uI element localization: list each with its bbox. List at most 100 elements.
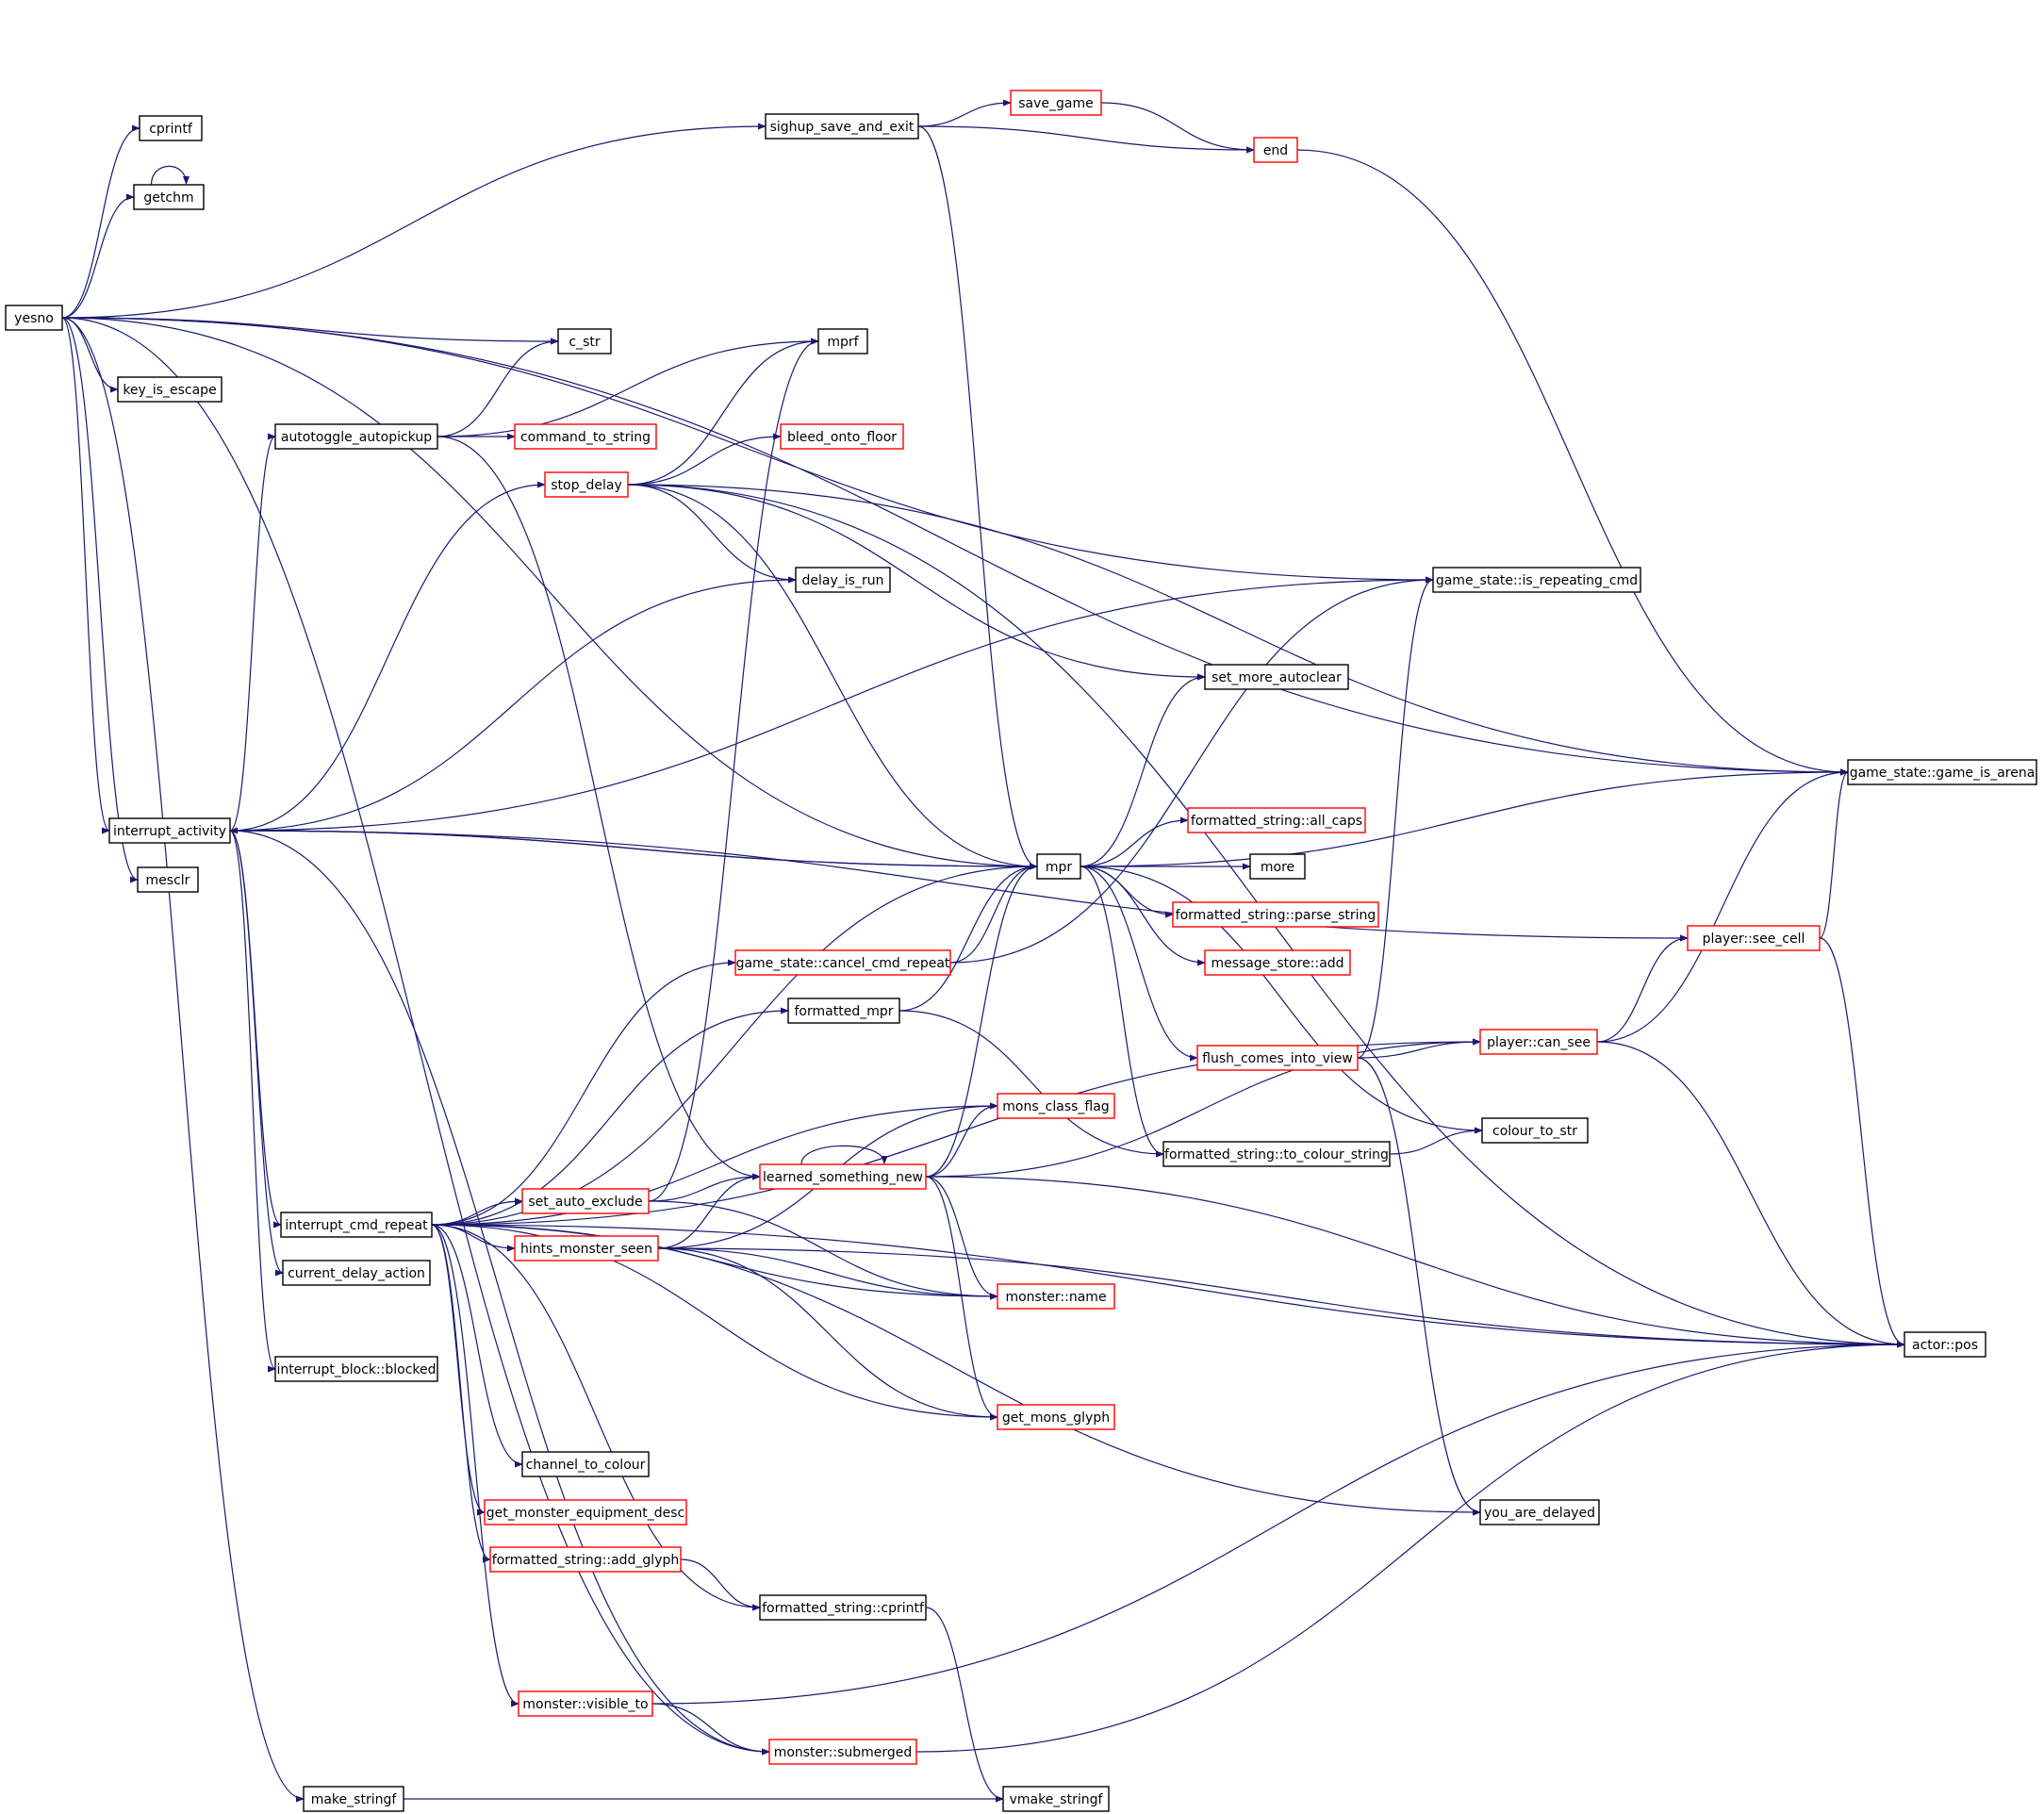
node-more[interactable]: more bbox=[1249, 853, 1306, 880]
node-label: formatted_string::cprintf bbox=[762, 1601, 925, 1616]
node-box bbox=[997, 1093, 1115, 1119]
node-box bbox=[1204, 664, 1349, 690]
edge-mpr-to-interrupt_activity bbox=[229, 827, 1038, 867]
node-label: learned_something_new bbox=[763, 1170, 923, 1185]
node-mesclr[interactable]: mesclr bbox=[137, 866, 199, 893]
node-fs_cprintf[interactable]: formatted_string::cprintf bbox=[759, 1594, 927, 1621]
node-mprf[interactable]: mprf bbox=[817, 328, 868, 355]
edge-interrupt_cmd_repeat-to-cancel_cmd_repeat bbox=[431, 959, 736, 1226]
edge-fs_cprintf-to-vmake_stringf bbox=[925, 1607, 1004, 1803]
node-command_to_string[interactable]: command_to_string bbox=[514, 423, 657, 450]
node-label: player::can_see bbox=[1487, 1035, 1591, 1050]
edge-interrupt_cmd_repeat-to-mons_class_flag bbox=[431, 1102, 998, 1226]
node-player_see_cell[interactable]: player::see_cell bbox=[1687, 925, 1821, 951]
edge-interrupt_cmd_repeat-to-actor_pos bbox=[431, 1224, 1905, 1348]
edge-formatted_mpr-to-to_colour_string bbox=[898, 1010, 1164, 1158]
node-current_delay_action[interactable]: current_delay_action bbox=[282, 1260, 431, 1286]
node-box bbox=[280, 1212, 433, 1238]
node-end[interactable]: end bbox=[1253, 137, 1298, 163]
node-label: stop_delay bbox=[551, 478, 622, 493]
node-yesno[interactable]: yesno bbox=[5, 305, 63, 331]
node-box bbox=[817, 328, 868, 355]
node-save_game[interactable]: save_game bbox=[1010, 90, 1102, 116]
node-game_is_arena[interactable]: game_state::game_is_arena bbox=[1847, 759, 2037, 785]
node-box bbox=[521, 1188, 650, 1214]
node-box bbox=[557, 328, 612, 355]
edge-learned_something_new-to-actor_pos bbox=[925, 1176, 1905, 1348]
node-c_str[interactable]: c_str bbox=[557, 328, 612, 355]
node-add_glyph[interactable]: formatted_string::add_glyph bbox=[489, 1546, 682, 1573]
node-sighup_save_and_exit[interactable]: sighup_save_and_exit bbox=[765, 113, 919, 140]
node-message_store_add[interactable]: message_store::add bbox=[1204, 949, 1351, 976]
edge-interrupt_cmd_repeat-to-fs_cprintf bbox=[431, 1224, 761, 1611]
edge-learned_something_new-to-mons_class_flag bbox=[925, 1102, 998, 1178]
node-get_mons_glyph[interactable]: get_mons_glyph bbox=[997, 1404, 1115, 1430]
node-monster_submerged[interactable]: monster::submerged bbox=[768, 1739, 917, 1765]
node-label: message_store::add bbox=[1211, 956, 1343, 971]
node-colour_to_str[interactable]: colour_to_str bbox=[1481, 1117, 1589, 1144]
node-autotoggle_autopickup[interactable]: autotoggle_autopickup bbox=[274, 423, 438, 450]
node-player_can_see[interactable]: player::can_see bbox=[1479, 1029, 1598, 1055]
node-box bbox=[5, 305, 63, 331]
node-get_monster_equipment_desc[interactable]: get_monster_equipment_desc bbox=[484, 1499, 687, 1525]
edge-learned_something_new-to-get_mons_glyph bbox=[925, 1176, 998, 1421]
edge-autotoggle_autopickup-to-mprf bbox=[437, 338, 819, 437]
node-flush_comes_into_view[interactable]: flush_comes_into_view bbox=[1196, 1045, 1359, 1071]
node-label: make_stringf bbox=[311, 1792, 398, 1807]
node-vmake_stringf[interactable]: vmake_stringf bbox=[1002, 1786, 1110, 1812]
node-label: mesclr bbox=[146, 873, 190, 888]
edge-end-to-game_is_arena bbox=[1296, 149, 1849, 776]
node-actor_pos[interactable]: actor::pos bbox=[1904, 1331, 1986, 1358]
node-bleed_onto_floor[interactable]: bleed_onto_floor bbox=[780, 423, 904, 450]
node-monster_visible_to[interactable]: monster::visible_to bbox=[518, 1690, 653, 1717]
node-hints_monster_seen[interactable]: hints_monster_seen bbox=[514, 1235, 659, 1262]
node-cancel_cmd_repeat[interactable]: game_state::cancel_cmd_repeat bbox=[734, 949, 951, 976]
node-all_caps[interactable]: formatted_string::all_caps bbox=[1187, 807, 1366, 833]
edge-autotoggle_autopickup-to-learned_something_new bbox=[437, 436, 761, 1180]
edge-yesno-to-monster_submerged bbox=[61, 317, 770, 1756]
node-label: key_is_escape bbox=[123, 383, 216, 398]
node-label: get_monster_equipment_desc bbox=[486, 1506, 684, 1521]
node-box bbox=[274, 1356, 438, 1382]
edge-stop_delay-to-mpr bbox=[627, 484, 1038, 870]
node-label: sighup_save_and_exit bbox=[770, 120, 915, 135]
node-label: colour_to_str bbox=[1492, 1124, 1577, 1139]
edge-cancel_cmd_repeat-to-is_repeating_cmd bbox=[949, 576, 1434, 964]
node-set_more_autoclear[interactable]: set_more_autoclear bbox=[1204, 664, 1349, 690]
node-interrupt_activity[interactable]: interrupt_activity bbox=[108, 817, 231, 844]
node-box bbox=[1687, 925, 1821, 951]
node-to_colour_string[interactable]: formatted_string::to_colour_string bbox=[1162, 1141, 1391, 1167]
node-learned_something_new[interactable]: learned_something_new bbox=[759, 1163, 927, 1190]
node-label: game_state::cancel_cmd_repeat bbox=[736, 956, 950, 971]
node-is_repeating_cmd[interactable]: game_state::is_repeating_cmd bbox=[1432, 567, 1641, 593]
node-parse_string[interactable]: formatted_string::parse_string bbox=[1172, 901, 1379, 928]
edge-interrupt_activity-to-interrupt_block_blocked bbox=[229, 830, 276, 1373]
node-label: more bbox=[1261, 860, 1294, 875]
node-formatted_mpr[interactable]: formatted_mpr bbox=[787, 998, 900, 1024]
node-label: formatted_mpr bbox=[795, 1004, 894, 1019]
edge-stop_delay-to-mprf bbox=[627, 338, 819, 486]
node-getchm[interactable]: getchm bbox=[133, 184, 205, 210]
node-mons_class_flag[interactable]: mons_class_flag bbox=[997, 1093, 1115, 1119]
node-box bbox=[795, 567, 891, 593]
node-stop_delay[interactable]: stop_delay bbox=[544, 471, 629, 498]
node-mpr[interactable]: mpr bbox=[1036, 853, 1081, 880]
edge-set_auto_exclude-to-learned_something_new bbox=[648, 1173, 761, 1202]
node-monster_name[interactable]: monster::name bbox=[997, 1283, 1115, 1310]
node-box bbox=[108, 817, 231, 844]
node-key_is_escape[interactable]: key_is_escape bbox=[117, 376, 223, 403]
node-delay_is_run[interactable]: delay_is_run bbox=[795, 567, 891, 593]
node-channel_to_colour[interactable]: channel_to_colour bbox=[521, 1451, 650, 1477]
node-box bbox=[780, 423, 904, 450]
node-cprintf[interactable]: cprintf bbox=[139, 115, 203, 141]
edge-interrupt_cmd_repeat-to-hints_monster_seen bbox=[431, 1224, 516, 1252]
node-interrupt_block_blocked[interactable]: interrupt_block::blocked bbox=[274, 1356, 438, 1382]
node-interrupt_cmd_repeat[interactable]: interrupt_cmd_repeat bbox=[280, 1212, 433, 1238]
edge-interrupt_activity-to-delay_is_run bbox=[229, 576, 797, 832]
edge-hints_monster_seen-to-get_mons_glyph bbox=[657, 1247, 998, 1421]
node-you_are_delayed[interactable]: you_are_delayed bbox=[1479, 1499, 1600, 1525]
node-label: actor::pos bbox=[1912, 1338, 1978, 1353]
node-set_auto_exclude[interactable]: set_auto_exclude bbox=[521, 1188, 650, 1214]
edge-interrupt_activity-to-stop_delay bbox=[229, 481, 546, 832]
node-make_stringf[interactable]: make_stringf bbox=[303, 1786, 404, 1812]
